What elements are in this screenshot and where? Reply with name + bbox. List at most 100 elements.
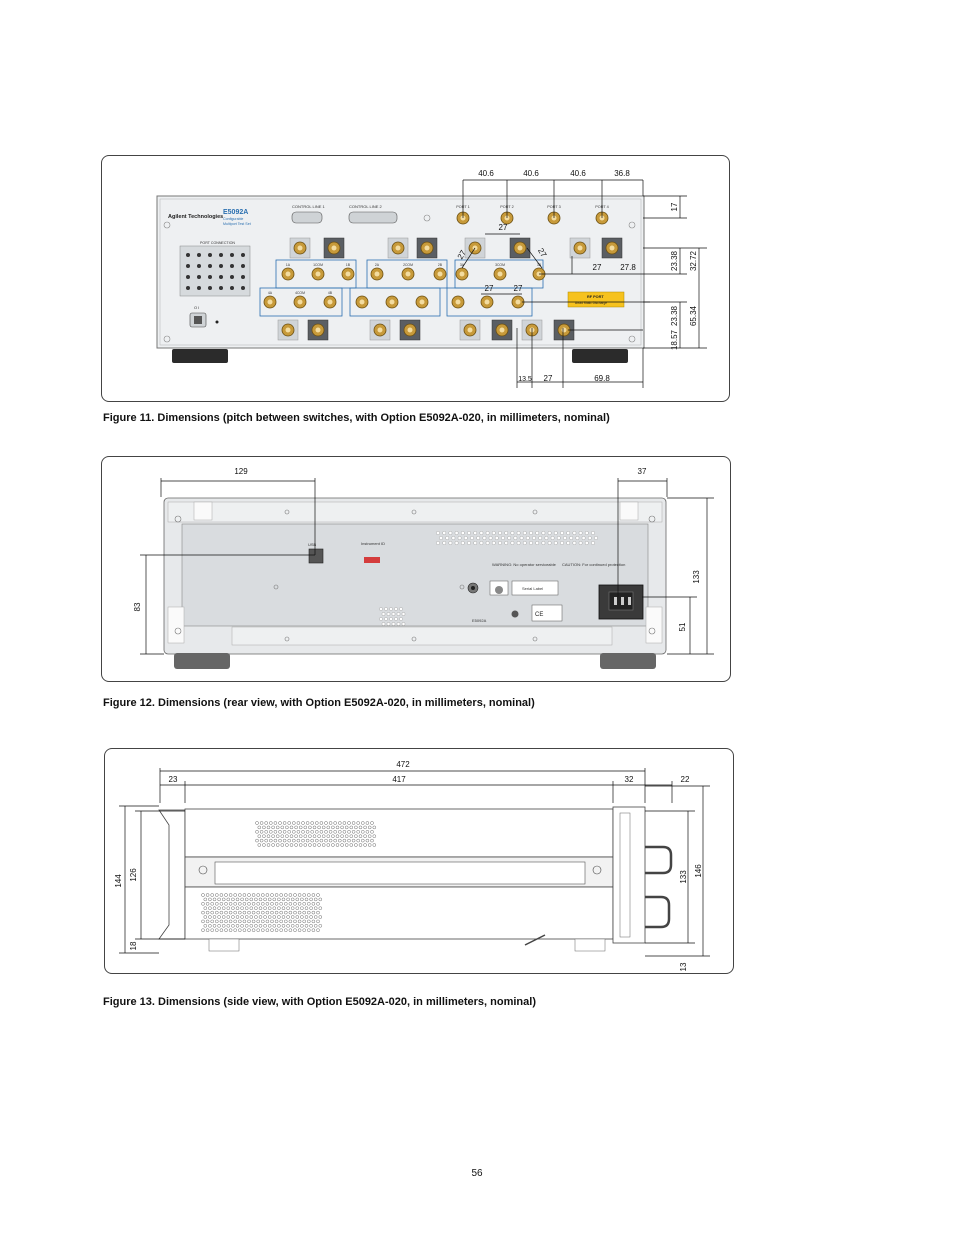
group-box-5 [349, 287, 441, 317]
dim-right-3: 32.72 [689, 250, 698, 271]
switch-connector-row1-8 [601, 237, 623, 259]
model-sub1: Configurable [223, 217, 243, 221]
side-front-handle [158, 809, 186, 940]
rear-cable-upper [645, 845, 673, 875]
page-number: 56 [471, 1168, 483, 1179]
figure-13-drawing: 472 23 417 32 22 144 126 18 133 146 13 [114, 760, 710, 971]
port-connection-table [179, 245, 251, 297]
dim-133: 133 [692, 570, 701, 584]
dim-51: 51 [678, 622, 687, 631]
rear-warning-text: WARNING: No operator serviceable [492, 562, 557, 567]
dim-144: 144 [114, 874, 123, 888]
dim-13: 13 [679, 962, 688, 971]
dim-top-3: 40.6 [570, 169, 586, 178]
dim-133-side: 133 [679, 870, 688, 884]
switch-connector-row3-7 [451, 295, 465, 309]
dim-129: 129 [234, 467, 248, 476]
switch-connector-row1-2 [323, 237, 345, 259]
switch-connector-row2-2 [311, 267, 325, 281]
dim-bottom-3: 69.8 [594, 374, 610, 383]
dim-top-4: 36.8 [614, 169, 630, 178]
instrument-id-label: Instrument ID [361, 541, 385, 546]
dim-83: 83 [133, 602, 142, 611]
svg-text:RF PORT: RF PORT [587, 295, 604, 299]
group-label-10: 4A [268, 291, 273, 295]
switch-connector-row2-5 [401, 267, 415, 281]
figure-12-caption: Figure 12. Dimensions (rear view, with O… [103, 697, 535, 709]
group-label-11: 4COM [295, 291, 305, 295]
rf-warning-label [567, 291, 625, 308]
figure-13-caption: Figure 13. Dimensions (side view, with O… [103, 996, 536, 1008]
side-lower-module [184, 886, 614, 940]
switch-connector-row3-8 [480, 295, 494, 309]
svg-text:CE: CE [535, 612, 543, 618]
switch-connector-row2-4 [370, 267, 384, 281]
figure-11-caption: Figure 11. Dimensions (pitch between swi… [103, 412, 610, 424]
switch-connector-row1-7 [569, 237, 591, 259]
figure-11-box: Agilent Technologies E5092A Configurable… [101, 155, 730, 402]
switch-connector-row2-3 [341, 267, 355, 281]
rear-panel-plate [181, 523, 649, 627]
dim-417: 417 [392, 775, 406, 784]
dim-bottom-1: 13.5 [518, 376, 532, 383]
dim-inner-1: 27 [499, 223, 508, 232]
svg-text:O I: O I [194, 305, 199, 310]
usb-label: USB [308, 542, 317, 547]
dim-472: 472 [396, 760, 410, 769]
serial-label [511, 580, 559, 596]
dim-inner-4: 27 [485, 284, 494, 293]
standby-led [215, 320, 219, 324]
group-label-8: 3COM [495, 263, 505, 267]
dim-inner-6: 27 [593, 263, 602, 272]
switch-connector-row3-4 [355, 295, 369, 309]
dim-37: 37 [638, 467, 647, 476]
switch-connector-row4-3 [369, 319, 391, 341]
svg-text:Avoid Static Discharge: Avoid Static Discharge [575, 301, 607, 305]
rear-foot-left [174, 653, 230, 669]
figure-12-box: USB Instrument ID WARNING: No operator s… [101, 456, 731, 682]
switch-connector-row1-5 [464, 237, 486, 259]
switch-connector-row3-1 [263, 295, 277, 309]
dim-top-2: 40.6 [523, 169, 539, 178]
port-connection-label: PORT CONNECTION [200, 241, 235, 245]
dim-top-1: 40.6 [478, 169, 494, 178]
switch-connector-row3-6 [415, 295, 429, 309]
switch-connector-row3-3 [323, 295, 337, 309]
dim-32: 32 [625, 775, 634, 784]
dim-146: 146 [694, 864, 703, 878]
switch-connector-row2-7 [455, 267, 469, 281]
control-line-2-label: CONTROL LINE 2 [349, 204, 383, 209]
group-label-6: 2B [438, 263, 443, 267]
svg-text:E5092A: E5092A [472, 618, 487, 623]
figure-11-drawing: Agilent Technologies E5092A Configurable… [156, 169, 707, 388]
instrument-id-dip-switch [364, 557, 380, 563]
switch-connector-row4-8 [553, 319, 575, 341]
group-label-12: 4B [328, 291, 333, 295]
switch-connector-row3-2 [293, 295, 307, 309]
switch-connector-row4-1 [277, 319, 299, 341]
side-upper-module [184, 808, 614, 858]
switch-connector-row4-2 [307, 319, 329, 341]
foot-right [572, 349, 628, 363]
group-label-4: 2A [375, 263, 380, 267]
switch-connector-row1-4 [416, 237, 438, 259]
dim-23: 23 [169, 775, 178, 784]
brand-label: Agilent Technologies [168, 214, 223, 220]
switch-connector-row2-6 [433, 267, 447, 281]
rear-cable-lower [645, 895, 671, 929]
svg-text:Serial Label: Serial Label [522, 586, 543, 591]
control-line-1-connector [291, 211, 323, 224]
figure-12-drawing: USB Instrument ID WARNING: No operator s… [133, 467, 714, 669]
usb-port [308, 548, 324, 564]
dim-inner-5: 27 [514, 284, 523, 293]
group-box-4 [259, 287, 343, 317]
dim-22: 22 [681, 775, 690, 784]
control-line-1-label: CONTROL LINE 1 [292, 204, 326, 209]
model-sub2: Multiport Test Set [223, 222, 251, 226]
control-line-2-connector [348, 211, 398, 224]
switch-connector-row1-1 [289, 237, 311, 259]
group-label-5: 2COM [403, 263, 413, 267]
rear-foot-right [600, 653, 656, 669]
dim-right-2: 23.38 [670, 250, 679, 271]
switch-connector-row4-4 [399, 319, 421, 341]
